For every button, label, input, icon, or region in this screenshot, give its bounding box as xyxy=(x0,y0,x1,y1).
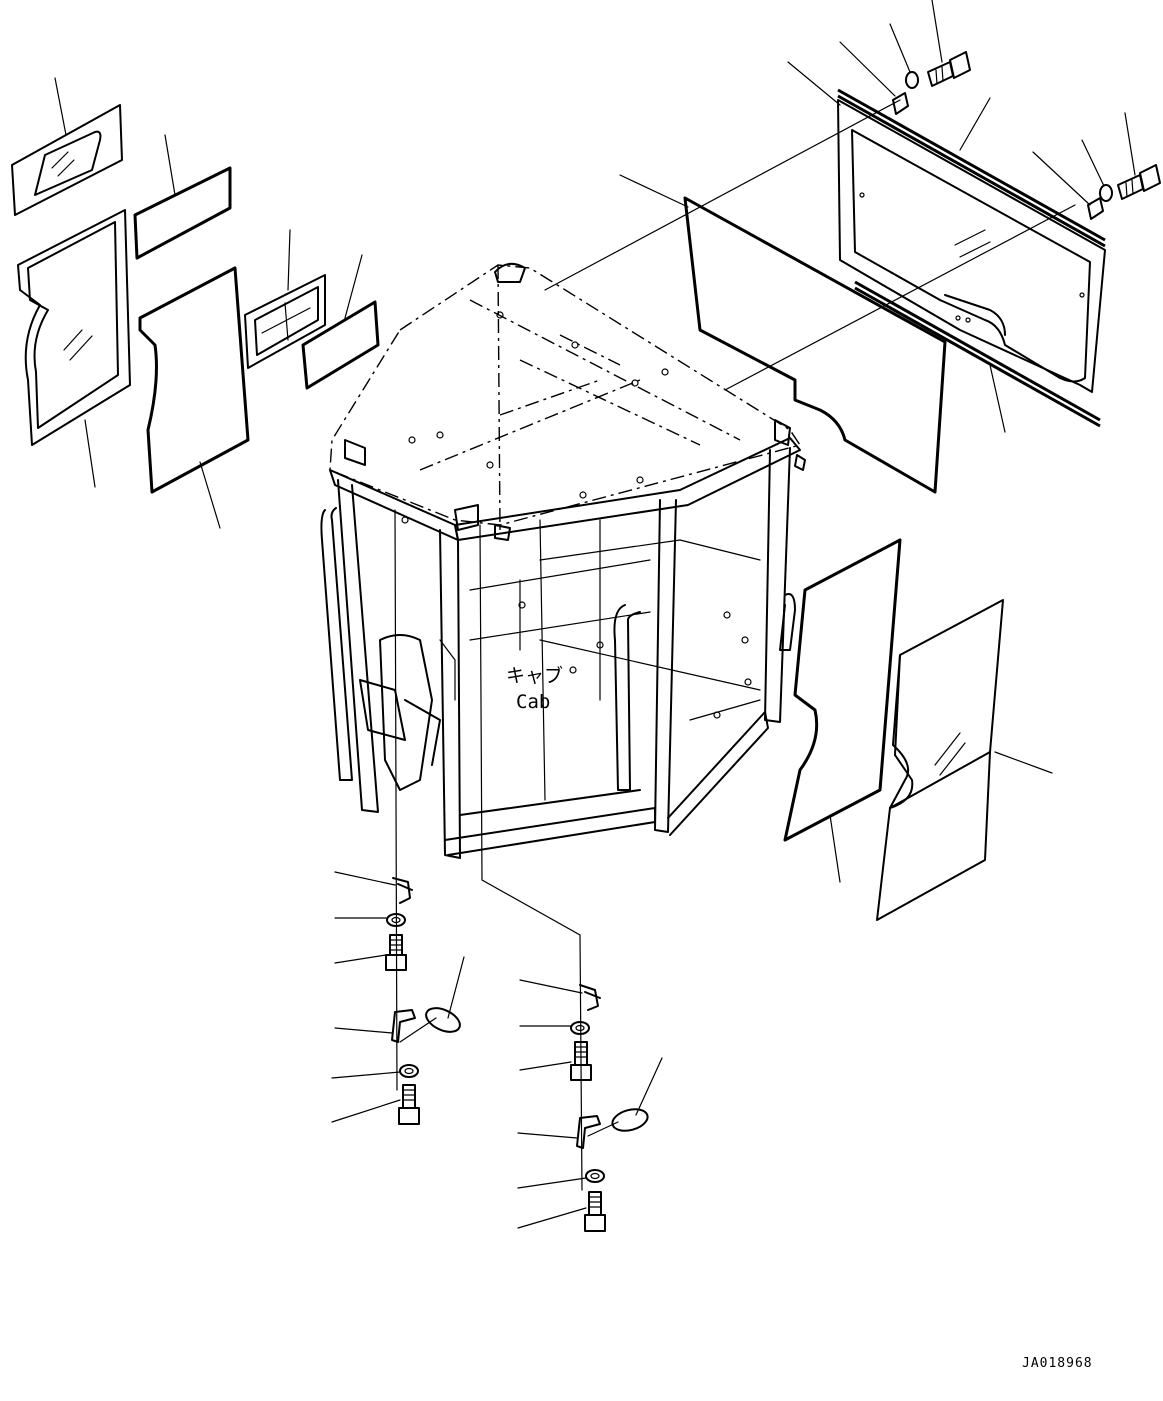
frame-bolt-holes xyxy=(401,311,752,719)
lower-center-hardware-stack xyxy=(479,524,663,1232)
cab-label-en: Cab xyxy=(516,691,550,713)
right-side-window-parts xyxy=(783,538,1053,921)
drawing-code: JA018968 xyxy=(1022,1356,1093,1371)
cab-label-jp: キャブ xyxy=(506,664,563,687)
upper-right-door-glass-parts xyxy=(544,0,1161,494)
upper-left-window-parts xyxy=(11,77,380,529)
cab-frame xyxy=(320,262,806,859)
lower-left-hardware-stack xyxy=(331,509,465,1125)
